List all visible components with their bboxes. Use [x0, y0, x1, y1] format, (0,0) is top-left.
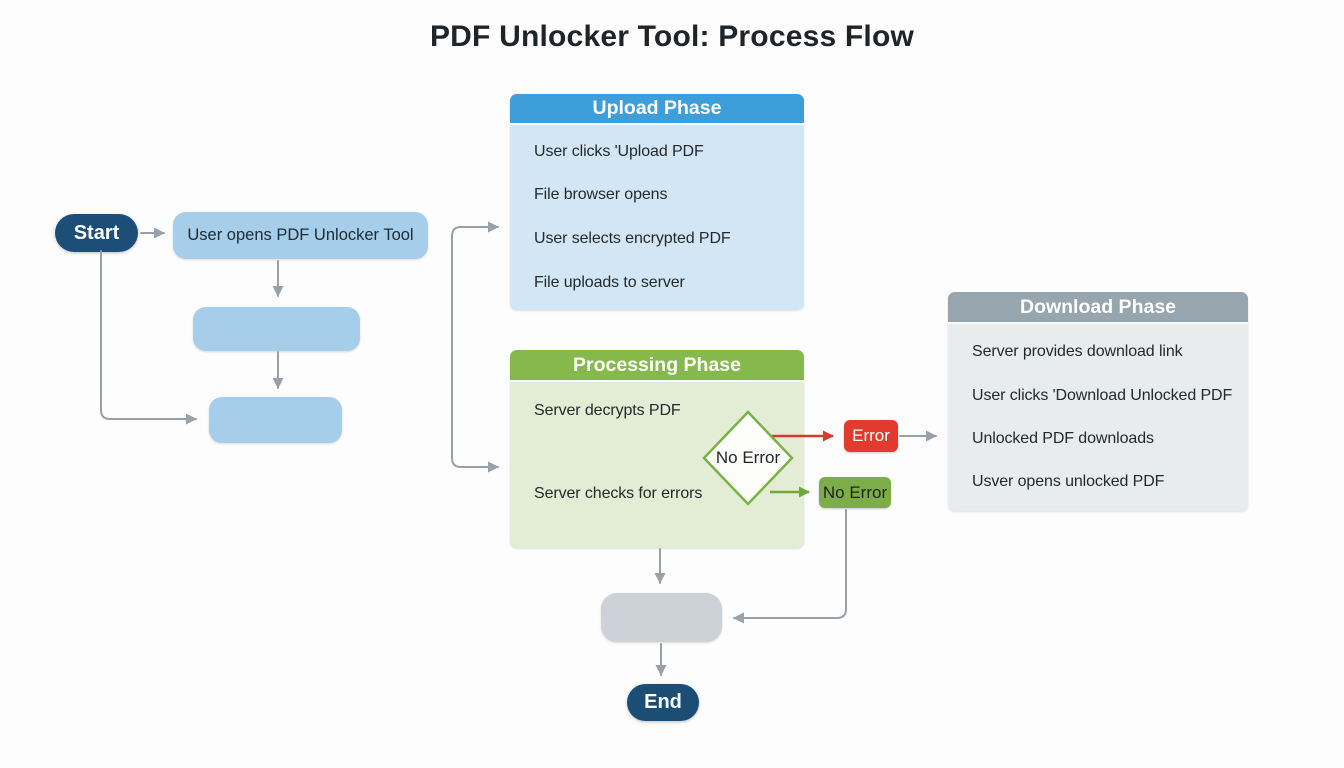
- no-error-badge: No Error: [819, 477, 891, 508]
- download-phase-header: Download Phase: [948, 292, 1248, 324]
- connector-branch-to-upload: [451, 221, 499, 457]
- placeholder-step-merge: [601, 593, 722, 642]
- upload-item-1: User clicks 'Upload PDF: [534, 143, 704, 160]
- upload-phase-panel: Upload Phase User clicks 'Upload PDF Fil…: [510, 94, 804, 310]
- download-item-1: Server provides download link: [972, 343, 1183, 360]
- connector-branch-to-processing: [451, 429, 499, 473]
- decision-label: No Error: [715, 448, 781, 467]
- placeholder-step-1: [193, 307, 360, 351]
- download-item-4: Usver opens unlocked PDF: [972, 473, 1165, 490]
- start-node: Start: [55, 214, 138, 252]
- upload-phase-header: Upload Phase: [510, 94, 804, 125]
- download-item-2: User clicks 'Download Unlocked PDF: [972, 387, 1233, 404]
- placeholder-step-2: [209, 397, 342, 443]
- upload-item-2: File browser opens: [534, 186, 668, 203]
- processing-phase-header: Processing Phase: [510, 350, 804, 382]
- download-item-3: Unlocked PDF downloads: [972, 430, 1154, 447]
- processing-item-2: Server checks for errors: [534, 485, 703, 502]
- download-phase-panel: Download Phase Server provides download …: [948, 292, 1248, 511]
- upload-item-3: User selects encrypted PDF: [534, 230, 731, 247]
- open-tool-step: User opens PDF Unlocker Tool: [173, 212, 428, 259]
- connector-start-to-placeholder2: [100, 250, 197, 425]
- end-node: End: [627, 684, 699, 721]
- error-badge: Error: [844, 420, 898, 452]
- upload-item-4: File uploads to server: [534, 274, 685, 291]
- processing-item-1: Server decrypts PDF: [534, 402, 681, 419]
- diagram-title: PDF Unlocker Tool: Process Flow: [429, 20, 915, 53]
